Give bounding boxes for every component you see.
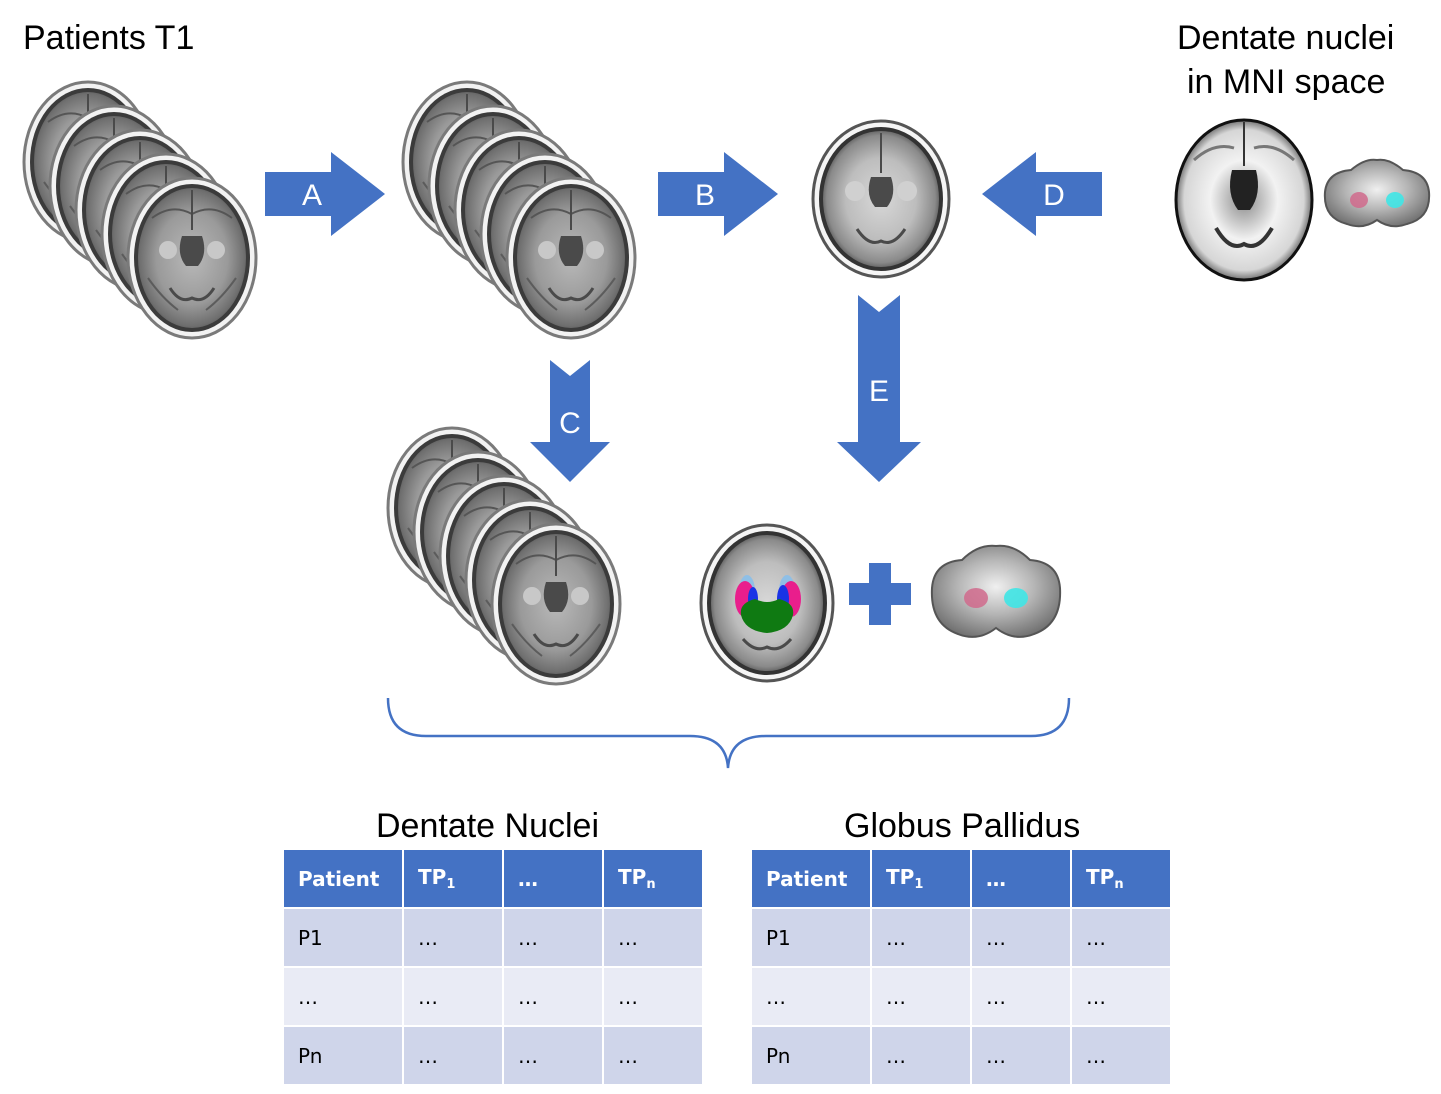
- table-cell: …: [870, 1025, 972, 1086]
- table-cell: …: [602, 907, 704, 968]
- table-cell: …: [502, 966, 604, 1027]
- arrow-c-label: C: [559, 407, 581, 440]
- table-row: … … … …: [750, 966, 1172, 1027]
- registered-stack: [403, 82, 635, 338]
- header-ellipsis: …: [502, 848, 604, 909]
- table-header-row: Patient TP1 … TPn: [750, 848, 1172, 909]
- table-cell: …: [402, 1025, 504, 1086]
- arrow-b-label: B: [695, 179, 715, 212]
- table-cell: P1: [750, 907, 872, 968]
- patients-t1-label: Patients T1: [23, 19, 195, 57]
- header-tp1: TP1: [870, 848, 972, 909]
- table-cell: …: [1070, 907, 1172, 968]
- globus-table-title: Globus Pallidus: [844, 807, 1081, 845]
- mni-brain: [1174, 118, 1314, 282]
- table-cell: …: [602, 1025, 704, 1086]
- table-cell: P1: [282, 907, 404, 968]
- header-patient: Patient: [750, 848, 872, 909]
- arrow-b: [658, 152, 778, 236]
- table-cell: …: [402, 966, 504, 1027]
- table-cell: …: [502, 907, 604, 968]
- arrow-a-label: A: [302, 179, 322, 212]
- header-patient: Patient: [282, 848, 404, 909]
- template-brain: [811, 119, 951, 279]
- plus-sign: [849, 563, 911, 625]
- arrow-a: [265, 152, 385, 236]
- header-ellipsis: …: [970, 848, 1072, 909]
- dentate-table-title: Dentate Nuclei: [376, 807, 600, 845]
- mni-label-line1: Dentate nuclei: [1177, 19, 1395, 57]
- table-cell: …: [282, 966, 404, 1027]
- header-tpn: TPn: [1070, 848, 1172, 909]
- table-cell: …: [870, 966, 972, 1027]
- table-row: … … … …: [282, 966, 704, 1027]
- arrow-c: [530, 360, 610, 482]
- table-cell: …: [502, 1025, 604, 1086]
- table-row: Pn … … …: [750, 1025, 1172, 1086]
- table-cell: …: [1070, 1025, 1172, 1086]
- thalamus: [740, 599, 794, 633]
- grouping-brace: [386, 697, 1071, 769]
- header-tp1: TP1: [402, 848, 504, 909]
- table-cell: …: [750, 966, 872, 1027]
- arrow-d: [982, 152, 1102, 236]
- mni-cerebellum: [1323, 158, 1431, 228]
- table-cell: Pn: [750, 1025, 872, 1086]
- segmented-template-brain: [699, 523, 835, 683]
- table-cell: …: [1070, 966, 1172, 1027]
- globus-pallidus-table: Patient TP1 … TPn P1 … … … … … … … Pn … …: [750, 848, 1172, 1086]
- table-cell: …: [602, 966, 704, 1027]
- arrow-d-label: D: [1043, 179, 1065, 212]
- table-row: P1 … … …: [282, 907, 704, 968]
- table-cell: …: [970, 966, 1072, 1027]
- table-cell: …: [970, 1025, 1072, 1086]
- table-header-row: Patient TP1 … TPn: [282, 848, 704, 909]
- arrow-e-label: E: [869, 375, 889, 408]
- dentate-nuclei-table: Patient TP1 … TPn P1 … … … … … … … Pn … …: [282, 848, 704, 1086]
- table-cell: Pn: [282, 1025, 404, 1086]
- table-cell: …: [870, 907, 972, 968]
- table-row: P1 … … …: [750, 907, 1172, 968]
- header-tpn: TPn: [602, 848, 704, 909]
- table-cell: …: [402, 907, 504, 968]
- segmented-cerebellum: [930, 544, 1062, 638]
- mni-label-line2: in MNI space: [1187, 63, 1386, 101]
- table-row: Pn … … …: [282, 1025, 704, 1086]
- patients-t1-stack: [24, 82, 256, 338]
- table-cell: …: [970, 907, 1072, 968]
- arrow-e: [837, 295, 921, 482]
